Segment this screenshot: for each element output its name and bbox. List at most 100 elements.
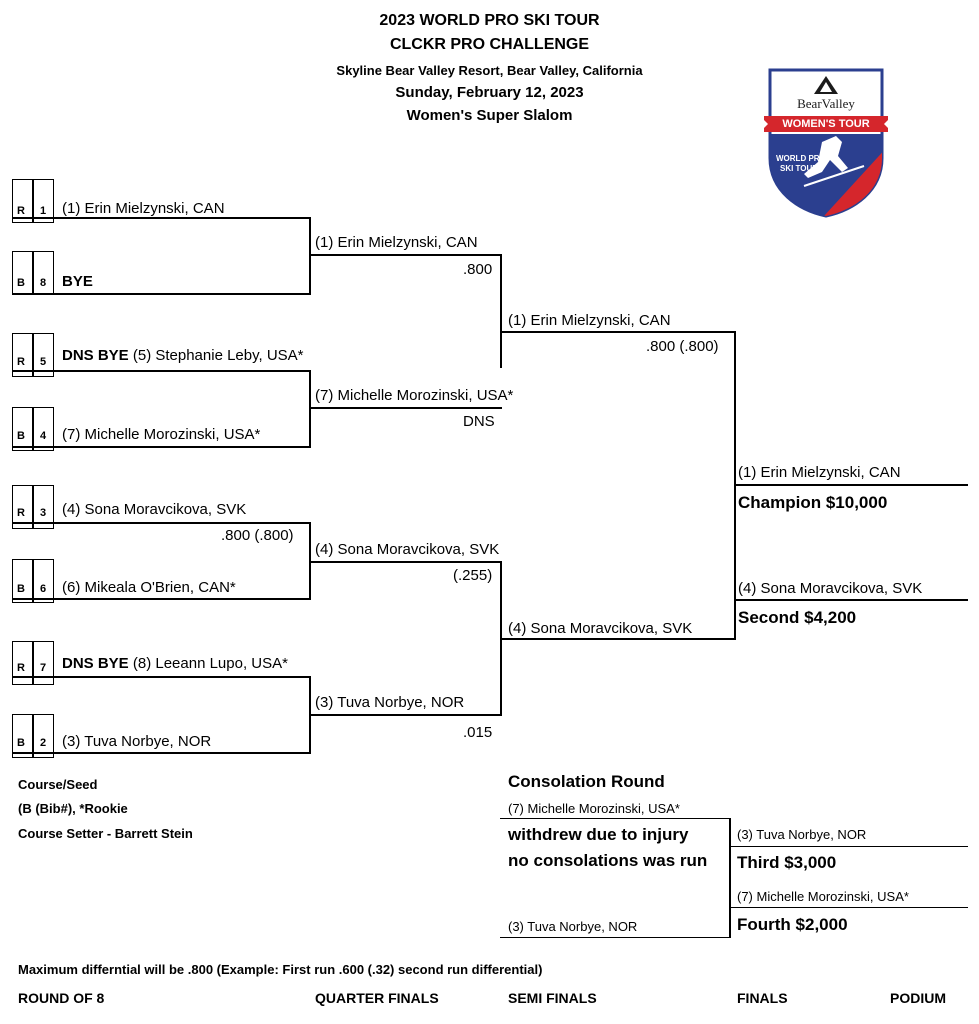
r8-entry-status: DNS BYE [62,655,129,672]
round-label-semis: SEMI FINALS [508,990,597,1006]
round-label-podium: PODIUM [890,990,946,1006]
bracket-line [500,331,736,333]
course-box [12,179,33,223]
bracket-line [309,407,502,409]
bib-number: 2 [40,737,47,749]
bib-box [33,179,54,223]
bracket-connector [500,254,502,368]
bib-number: 8 [40,277,47,289]
r8-entry-name: (5) Stephanie Leby, USA* [132,347,304,364]
qf-name: (3) Tuva Norbye, NOR [315,694,465,711]
bib-number: 7 [40,662,47,674]
bracket-line [500,818,730,819]
r8-entry-name: (3) Tuva Norbye, NOR [62,733,212,750]
r8-entry: DNS BYE (5) Stephanie Leby, USA* [62,347,304,365]
course-box [12,559,33,603]
bracket-line [500,638,736,640]
bib-box [33,333,54,377]
qf-differential: DNS [463,413,495,430]
event-discipline: Women's Super Slalom [406,107,573,124]
bracket-line [309,561,502,563]
bib-number: 5 [40,356,47,368]
round-label-finals: FINALS [737,990,788,1006]
course-box [12,407,33,451]
final-name: (1) Erin Mielzynski, CAN [738,464,901,481]
bib-box [33,559,54,603]
event-location: Skyline Bear Valley Resort, Bear Valley,… [336,63,643,78]
course-box [12,714,33,758]
event-title: 2023 WORLD PRO SKI TOUR [379,12,600,29]
event-subtitle: CLCKR PRO CHALLENGE [389,36,590,53]
r8-entry-name: (8) Leeann Lupo, USA* [132,655,288,672]
sf-name: (4) Sona Moravcikova, SVK [508,620,693,637]
bracket-line [12,522,311,524]
consolation-top-name: (7) Michelle Morozinski, USA* [508,801,680,816]
course-letter: R [17,507,25,519]
third-prize: Third $3,000 [737,853,837,872]
second-prize: Second $4,200 [738,608,857,627]
bib-box [33,485,54,529]
logo-tour-line2: SKI TOUR [780,164,819,173]
course-letter: B [17,737,25,749]
bib-number: 3 [40,507,47,519]
bracket-line [12,676,311,678]
legend-bib-rookie: (B (Bib#), *Rookie [18,801,128,816]
course-letter: B [17,430,25,442]
r8-entry-status: DNS BYE [62,347,129,364]
bracket-connector [729,818,731,938]
round-label-quarters: QUARTER FINALS [315,990,439,1006]
course-letter: B [17,277,25,289]
r8-entry-name: (4) Sona Moravcikova, SVK [62,501,247,518]
fourth-prize: Fourth $2,000 [737,915,848,934]
r8-entry-name: (7) Michelle Morozinski, USA* [62,426,261,443]
consolation-bottom-name: (3) Tuva Norbye, NOR [508,919,638,934]
bracket-line [12,446,311,448]
r8-differential: .800 (.800) [221,527,294,544]
sf-name: (1) Erin Mielzynski, CAN [508,312,671,329]
course-box [12,641,33,685]
bracket-line [729,907,968,908]
bracket-line [12,217,311,219]
consolation-note-1: withdrew due to injury [508,825,689,844]
course-letter: B [17,583,25,595]
bib-box [33,714,54,758]
qf-differential: (.255) [453,567,493,584]
qf-name: (7) Michelle Morozinski, USA* [315,387,514,404]
bracket-line [309,254,502,256]
bracket-line [734,599,968,601]
course-letter: R [17,662,25,674]
bracket-connector [309,370,311,448]
r8-entry: DNS BYE (8) Leeann Lupo, USA* [62,655,288,673]
round-label-r8: ROUND OF 8 [18,990,105,1006]
legend-course-setter: Course Setter - Barrett Stein [18,826,193,841]
consolation-note-2: no consolations was run [508,851,708,870]
course-letter: R [17,356,25,368]
bracket-line [12,598,311,600]
bracket-line [12,370,311,372]
bracket-line [734,484,968,486]
bib-number: 1 [40,205,47,217]
champion-prize: Champion $10,000 [738,493,888,512]
differential-note: Maximum differntial will be .800 (Exampl… [18,962,543,977]
qf-name: (4) Sona Moravcikova, SVK [315,541,500,558]
bib-number: 4 [40,430,47,442]
fourth-name: (7) Michelle Morozinski, USA* [737,889,909,904]
r8-entry-status: BYE [62,273,93,290]
course-box [12,485,33,529]
bracket-line [12,752,311,754]
bracket-line [12,293,311,295]
consolation-title: Consolation Round [508,772,665,791]
bracket-line [309,714,502,716]
final-name: (4) Sona Moravcikova, SVK [738,580,923,597]
bracket-line [729,846,968,847]
course-box [12,333,33,377]
event-date: Sunday, February 12, 2023 [395,84,584,101]
logo-tour-line1: WORLD PRO [776,154,826,163]
bear-valley-logo: BearValley WOMEN'S TOUR WORLD PRO SKI TO… [760,66,892,218]
course-letter: R [17,205,25,217]
bib-box [33,641,54,685]
r8-entry-name: (1) Erin Mielzynski, CAN [62,200,225,217]
sf-differential: .800 (.800) [646,338,719,355]
bracket-line [500,937,730,938]
bib-box [33,407,54,451]
